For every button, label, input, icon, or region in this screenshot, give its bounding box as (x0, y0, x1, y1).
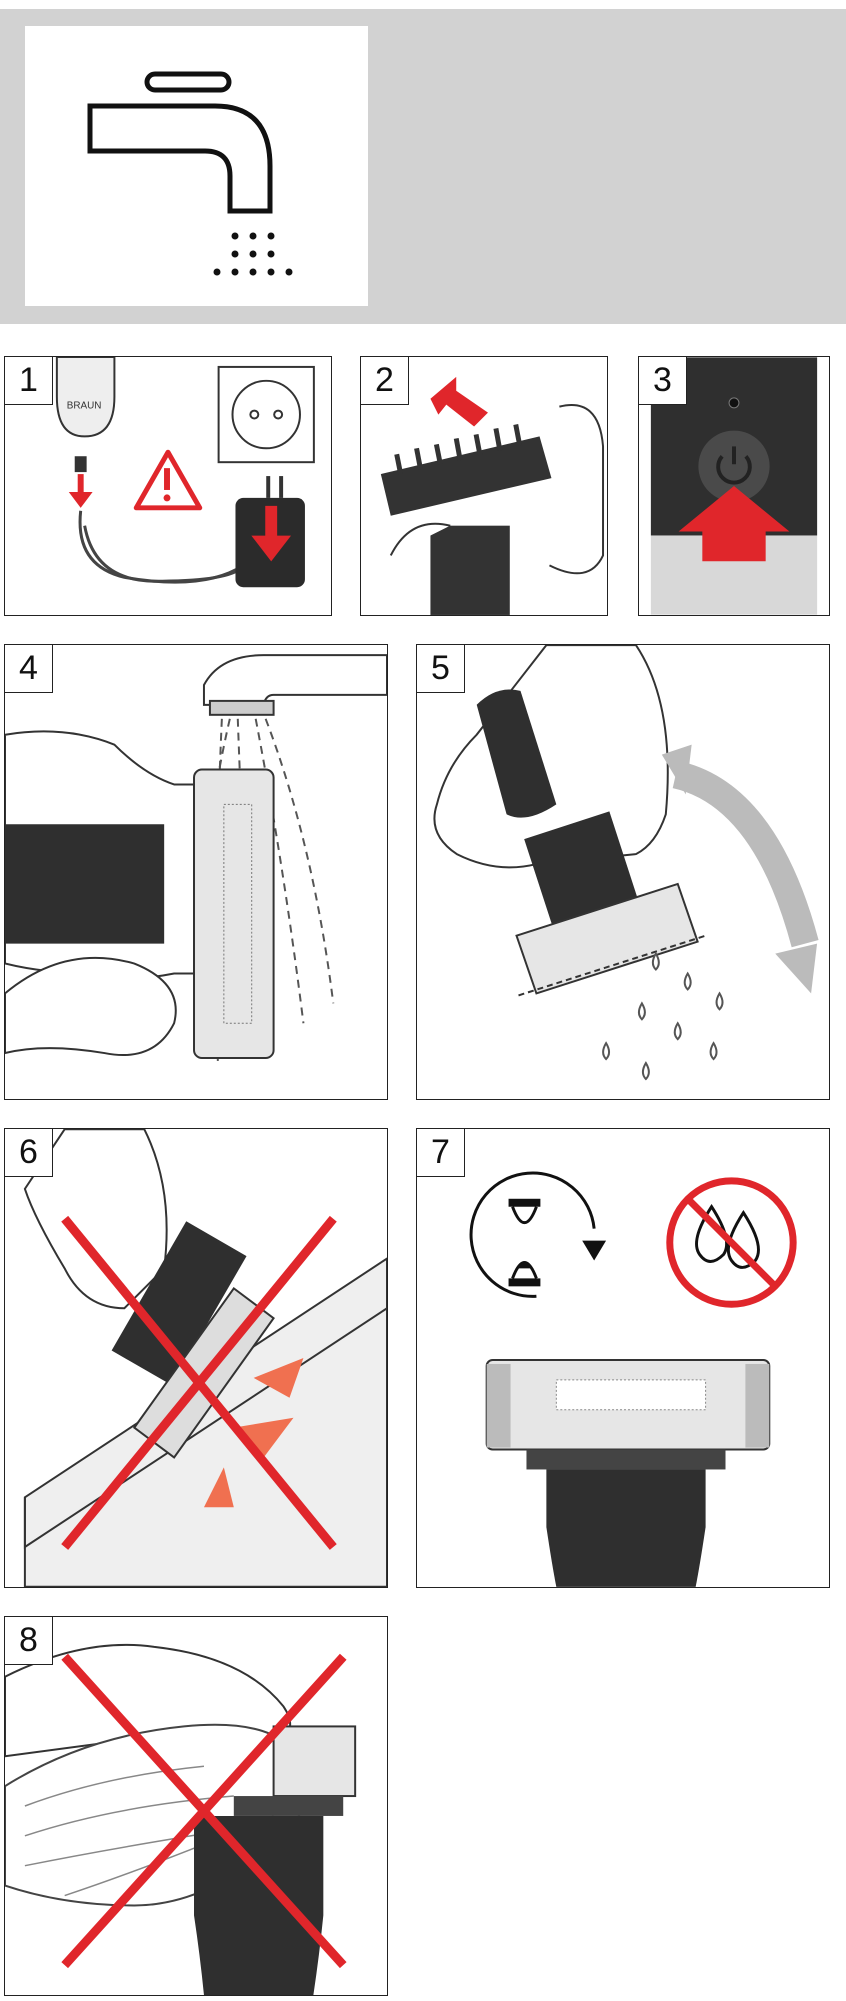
step-1-panel: 1 BRAUN (4, 356, 332, 616)
step-6-number: 6 (5, 1129, 53, 1177)
step-3-panel: 3 (638, 356, 830, 616)
brand-logo: BRAUN (67, 401, 102, 412)
air-dry-icon (417, 1129, 829, 1587)
step-5-panel: 5 (416, 644, 830, 1100)
step-2-panel: 2 (360, 356, 608, 616)
step-2-number: 2 (361, 357, 409, 405)
step-3-number: 3 (639, 357, 687, 405)
step-4-number: 4 (5, 645, 53, 693)
step-5-number: 5 (417, 645, 465, 693)
no-tapping-icon (5, 1129, 387, 1587)
step-7-panel: 7 (416, 1128, 830, 1588)
step-7-number: 7 (417, 1129, 465, 1177)
no-towel-dry-icon (5, 1617, 387, 1995)
step-6-panel: 6 (4, 1128, 388, 1588)
header-card (25, 26, 368, 306)
step-8-panel: 8 (4, 1616, 388, 1996)
step-1-number: 1 (5, 357, 53, 405)
step-8-number: 8 (5, 1617, 53, 1665)
unplug-charger-icon: BRAUN (5, 357, 331, 615)
faucet-water-icon (25, 26, 368, 306)
shake-off-water-icon (417, 645, 829, 1099)
step-4-panel: 4 (4, 644, 388, 1100)
rinse-head-icon (5, 645, 387, 1099)
